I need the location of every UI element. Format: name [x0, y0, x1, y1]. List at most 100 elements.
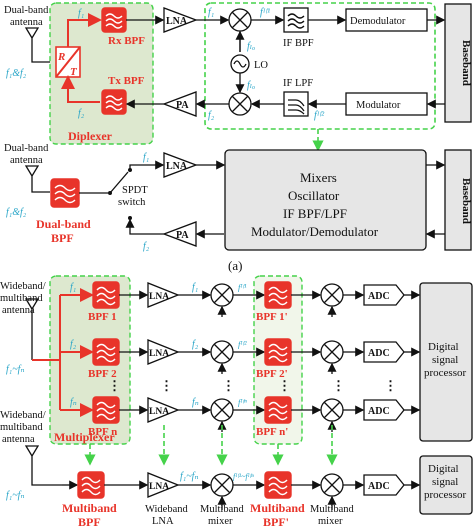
lna-top: LNA — [163, 7, 198, 33]
bpf-label: BPF 2 — [88, 368, 117, 380]
pa-bottom: PA — [162, 221, 197, 247]
svg-text:BPF: BPF — [51, 231, 74, 245]
if-lpf-label: IF LPF — [283, 78, 313, 89]
svg-text:Oscillator: Oscillator — [288, 188, 340, 203]
svg-text:LNA: LNA — [166, 16, 188, 27]
svg-text:Multiband: Multiband — [250, 501, 305, 515]
if-bpf-icon — [283, 7, 309, 33]
baseband-top — [444, 3, 472, 123]
svg-text:f₁: f₁ — [208, 7, 214, 18]
lna-label: LNA — [149, 407, 169, 417]
mixer-top — [228, 8, 252, 32]
lna-label: LNA — [149, 292, 169, 302]
svg-text:SPDT: SPDT — [122, 185, 148, 196]
svg-text:ADC: ADC — [368, 481, 390, 492]
if-freq-label: fᴵᶠ¹ — [238, 282, 247, 292]
adc-label: ADC — [368, 406, 390, 417]
svg-text:Wideband: Wideband — [145, 504, 188, 515]
wideband-lna: LNA — [147, 472, 180, 498]
freq-label: f₁ — [192, 282, 198, 293]
svg-text:fᴵᶠ¹: fᴵᶠ¹ — [260, 7, 270, 18]
antenna-icon-2 — [24, 165, 50, 193]
baseband-bottom — [444, 149, 472, 251]
if-bpf-label: IF BPF — [283, 38, 314, 49]
tx-bpf-label: Tx BPF — [108, 75, 145, 87]
svg-text:Digital: Digital — [428, 341, 459, 353]
bpf-label: BPF 1 — [88, 311, 117, 323]
svg-text:Multiband: Multiband — [62, 501, 117, 515]
svg-text:fₗₒ: fₗₒ — [247, 80, 255, 91]
freq-label: f₂ — [192, 339, 199, 350]
svg-text:processor: processor — [424, 489, 466, 501]
filter-bank-row: BPF 2 LNA f₂ fᴵᶠ² BPF 2' ADC — [88, 338, 421, 380]
if-lpf-icon — [283, 91, 309, 117]
lna-label: LNA — [149, 349, 169, 359]
bpf-prime-label: BPF 2' — [256, 368, 288, 380]
svg-text:multiband: multiband — [0, 293, 43, 304]
bpf-prime-label: BPF n' — [256, 426, 288, 438]
bpf-prime-label: BPF 1' — [256, 311, 288, 323]
ellipsis: ⋮ — [384, 378, 397, 393]
svg-text:f₂: f₂ — [143, 241, 150, 252]
filter-bank-row: BPF 1 LNA f₁ fᴵᶠ¹ BPF 1' ADC — [88, 281, 421, 323]
antenna-label-1: Dual-band — [4, 5, 49, 16]
svg-text:f₂: f₂ — [70, 339, 77, 350]
antenna-icon-3 — [24, 298, 40, 360]
svg-text:Baseband: Baseband — [460, 178, 472, 224]
svg-text:BPF: BPF — [78, 515, 101, 529]
antenna-freq: f₁&f₂ — [6, 68, 27, 79]
lo-label: LO — [254, 60, 268, 71]
dsp-top — [419, 282, 473, 442]
adc-label: ADC — [368, 348, 390, 359]
svg-text:Baseband: Baseband — [460, 40, 472, 86]
svg-text:antenna: antenna — [2, 305, 35, 316]
svg-text:f₁: f₁ — [78, 8, 84, 19]
ellipsis: ⋮ — [332, 378, 345, 393]
svg-text:IF BPF/LPF: IF BPF/LPF — [283, 206, 347, 221]
caption-a: (a) — [228, 258, 242, 273]
antenna-icon — [24, 27, 50, 63]
ellipsis: ⋮ — [160, 378, 173, 393]
rf-chain-zone — [204, 2, 436, 130]
svg-text:LNA: LNA — [149, 482, 169, 492]
svg-text:mixer: mixer — [208, 516, 233, 527]
svg-text:antenna: antenna — [10, 155, 43, 166]
svg-text:Dual-band: Dual-band — [4, 143, 49, 154]
lna-bottom: LNA — [163, 152, 198, 178]
multiband-bpf-prime-icon — [264, 471, 292, 499]
pa-top: PA — [162, 91, 197, 117]
svg-text:processor: processor — [424, 367, 466, 379]
svg-text:fᴵᶠ¹~fᴵᶠⁿ: fᴵᶠ¹~fᴵᶠⁿ — [233, 472, 254, 481]
svg-text:f₁~fₙ: f₁~fₙ — [6, 364, 25, 375]
svg-text:fₗₒ: fₗₒ — [247, 41, 255, 52]
lo-icon — [230, 54, 250, 74]
rx-bpf-label: Rx BPF — [108, 35, 145, 47]
multiband-mixer-1 — [210, 473, 234, 497]
antenna-label-2: antenna — [10, 17, 43, 28]
svg-text:LNA: LNA — [166, 161, 188, 172]
svg-text:BPF': BPF' — [263, 515, 289, 529]
multiband-bpf-icon — [77, 471, 105, 499]
ellipsis: ⋮ — [222, 378, 235, 393]
modulator-label: Modulator — [356, 100, 401, 111]
multiplexer-label: Multiplexer — [54, 430, 115, 444]
demodulator-label: Demodulator — [350, 16, 406, 27]
freq-label: fₙ — [192, 397, 199, 408]
rt-switch: R T — [55, 46, 81, 78]
svg-text:T: T — [70, 66, 78, 78]
svg-text:Dual-band: Dual-band — [36, 217, 91, 231]
svg-text:f₂: f₂ — [78, 108, 85, 119]
svg-text:f₁: f₁ — [143, 152, 149, 163]
svg-text:LNA: LNA — [152, 516, 174, 527]
if-freq-label: fᴵᶠ² — [238, 339, 247, 349]
svg-text:PA: PA — [176, 100, 189, 111]
svg-text:PA: PA — [176, 230, 189, 241]
dsp-bottom — [419, 455, 473, 515]
ellipsis: ⋮ — [108, 378, 121, 393]
svg-text:R: R — [57, 51, 65, 63]
adc-label: ADC — [368, 291, 390, 302]
svg-text:Wideband/: Wideband/ — [0, 410, 46, 421]
antenna-icon-4 — [24, 445, 62, 486]
bpf-label: BPF n — [88, 426, 117, 438]
